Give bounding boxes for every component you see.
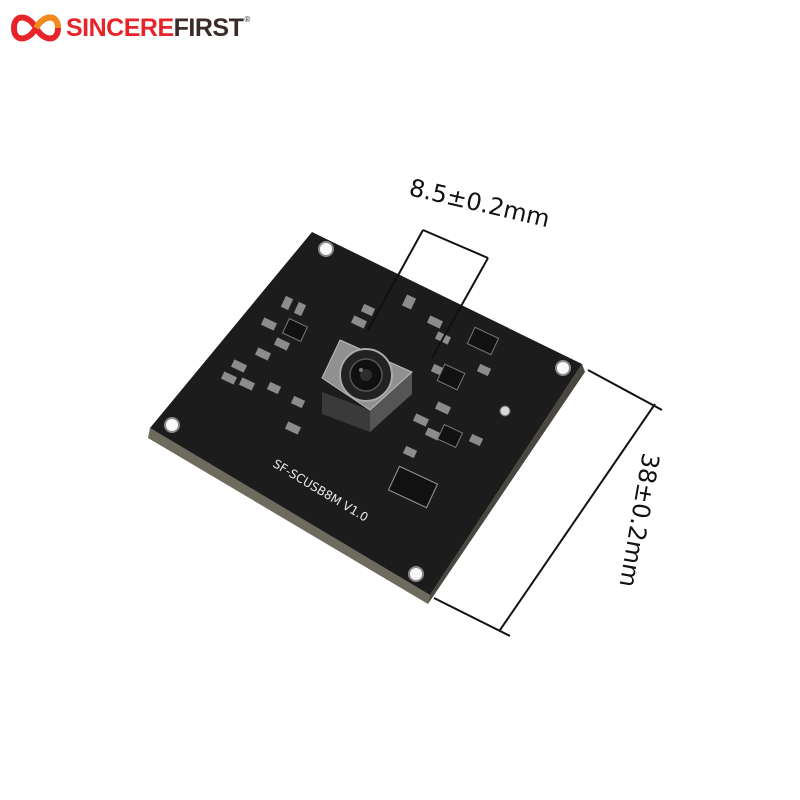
board-edge xyxy=(148,428,430,604)
board-edge-right xyxy=(428,364,585,604)
board-height-label: 38±0.2mm xyxy=(614,451,665,589)
infinity-logo-icon xyxy=(10,14,62,42)
smd-components xyxy=(220,294,492,459)
eeprom-chip xyxy=(387,465,439,509)
brand-logo: SINCEREFIRST® xyxy=(10,8,250,48)
mounting-hole xyxy=(555,360,571,376)
brand-name-red: SINCERE xyxy=(66,13,174,42)
mounting-hole xyxy=(408,566,424,582)
test-point xyxy=(499,405,511,417)
camera-board: SF-SCUSB8M V1.0 xyxy=(148,232,585,604)
board-height-dimension xyxy=(433,369,663,637)
camera-module xyxy=(321,339,413,432)
ic-chips xyxy=(281,317,511,509)
mounting-hole xyxy=(318,241,334,257)
lens-width-dimension xyxy=(367,229,489,359)
brand-name: SINCEREFIRST® xyxy=(66,13,250,42)
lens-width-label: 8.5±0.2mm xyxy=(407,174,553,233)
mounting-hole xyxy=(164,417,180,433)
brand-name-dark: FIRST xyxy=(173,13,244,42)
trademark-symbol: ® xyxy=(244,14,250,24)
